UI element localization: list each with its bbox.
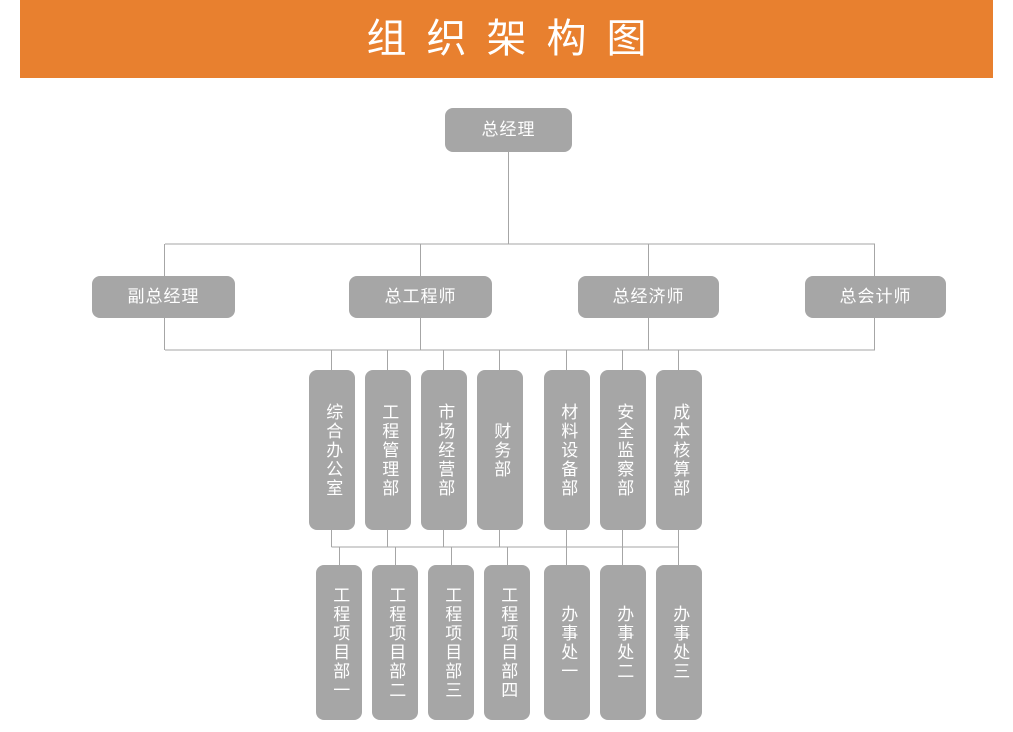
node-dept-general-office[interactable]: 综合办公室 bbox=[309, 370, 355, 530]
node-label: 总会计师 bbox=[839, 286, 912, 307]
node-dept-cost-accounting[interactable]: 成本核算部 bbox=[656, 370, 702, 530]
node-label: 办事处二 bbox=[613, 604, 634, 681]
node-office-1[interactable]: 办事处一 bbox=[544, 565, 590, 720]
node-office-3[interactable]: 办事处三 bbox=[656, 565, 702, 720]
node-dept-materials-equipment[interactable]: 材料设备部 bbox=[544, 370, 590, 530]
title-banner: 组织架构图 bbox=[20, 0, 993, 78]
node-dept-safety-supervision[interactable]: 安全监察部 bbox=[600, 370, 646, 530]
node-label: 办事处一 bbox=[557, 604, 578, 681]
node-label: 副总经理 bbox=[127, 286, 200, 307]
node-office-2[interactable]: 办事处二 bbox=[600, 565, 646, 720]
node-general-manager[interactable]: 总经理 bbox=[445, 108, 572, 152]
node-label: 总工程师 bbox=[384, 286, 457, 307]
node-chief-engineer[interactable]: 总工程师 bbox=[349, 276, 492, 318]
node-label: 财务部 bbox=[490, 421, 511, 479]
node-label: 工程项目部二 bbox=[385, 585, 406, 700]
node-project-department-1[interactable]: 工程项目部一 bbox=[316, 565, 362, 720]
node-project-department-4[interactable]: 工程项目部四 bbox=[484, 565, 530, 720]
node-project-department-3[interactable]: 工程项目部三 bbox=[428, 565, 474, 720]
node-project-department-2[interactable]: 工程项目部二 bbox=[372, 565, 418, 720]
node-label: 安全监察部 bbox=[613, 402, 634, 498]
node-label: 材料设备部 bbox=[557, 402, 578, 498]
node-dept-market-operations[interactable]: 市场经营部 bbox=[421, 370, 467, 530]
node-label: 综合办公室 bbox=[322, 402, 343, 498]
node-label: 总经理 bbox=[481, 119, 536, 140]
node-label: 工程项目部四 bbox=[497, 585, 518, 700]
page-title: 组织架构图 bbox=[366, 16, 667, 62]
node-chief-accountant[interactable]: 总会计师 bbox=[805, 276, 946, 318]
node-label: 工程项目部三 bbox=[441, 585, 462, 700]
node-label: 总经济师 bbox=[612, 286, 685, 307]
node-label: 市场经营部 bbox=[434, 402, 455, 498]
node-chief-economist[interactable]: 总经济师 bbox=[578, 276, 719, 318]
node-dept-finance[interactable]: 财务部 bbox=[477, 370, 523, 530]
node-label: 工程项目部一 bbox=[329, 585, 350, 700]
node-deputy-general-manager[interactable]: 副总经理 bbox=[92, 276, 235, 318]
node-label: 成本核算部 bbox=[669, 402, 690, 498]
node-dept-engineering-management[interactable]: 工程管理部 bbox=[365, 370, 411, 530]
node-label: 办事处三 bbox=[669, 604, 690, 681]
node-label: 工程管理部 bbox=[378, 402, 399, 498]
